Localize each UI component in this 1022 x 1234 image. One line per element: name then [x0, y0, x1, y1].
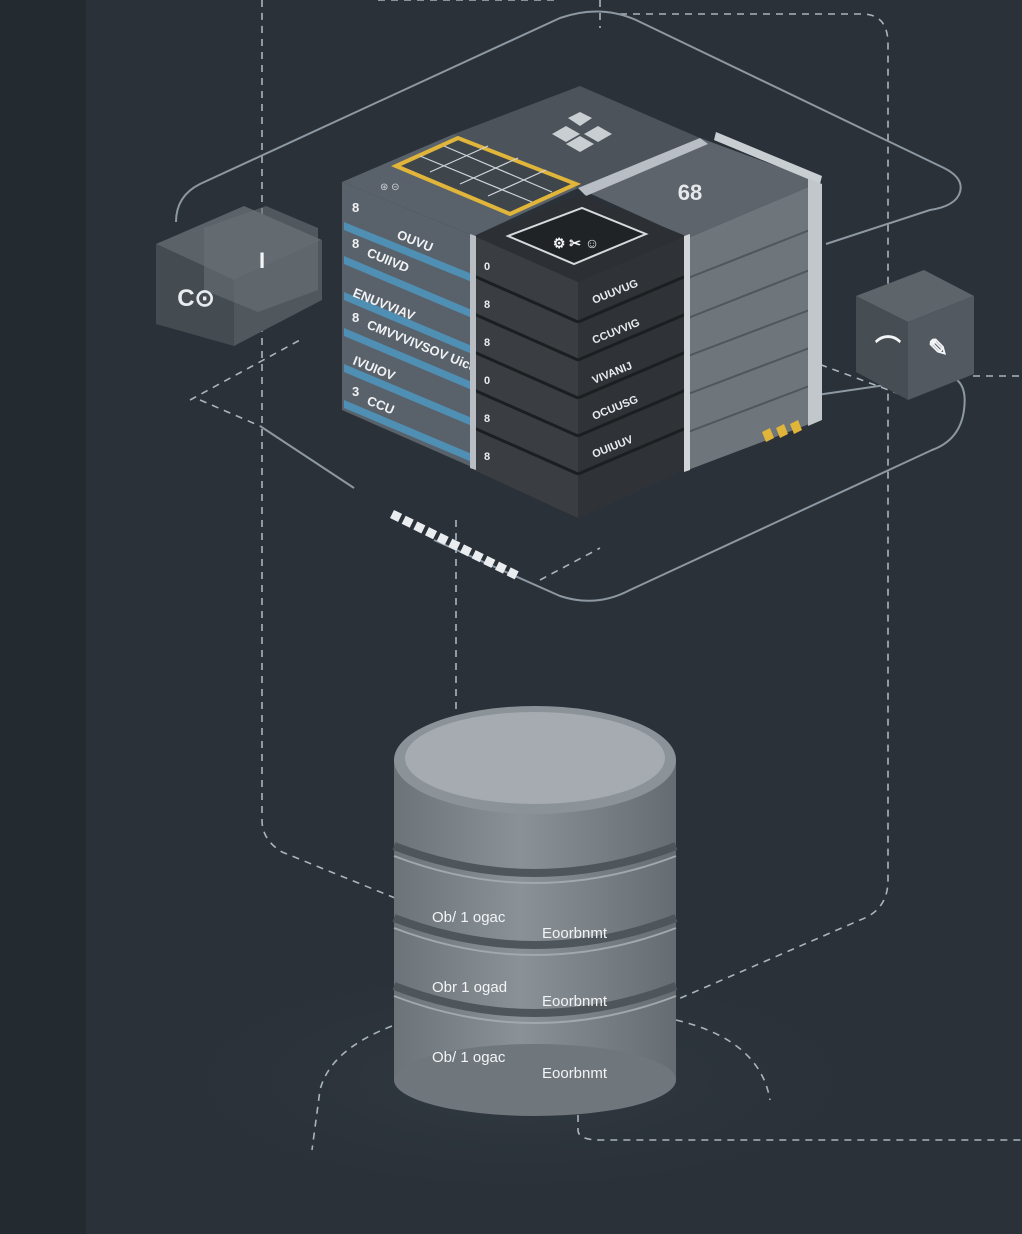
left-band: [0, 0, 86, 1234]
connector-db-bottom: [577, 1115, 1022, 1141]
left-row-num: 8: [352, 200, 359, 215]
mid-tower-front: [474, 236, 578, 518]
connector-right-cube: [807, 359, 911, 399]
mid-row-num: 8: [484, 337, 490, 349]
connector-left-vertical: [261, 0, 401, 901]
top-deck-logo: [552, 112, 612, 152]
platform-outline: [175, 10, 966, 602]
mid-tower-edge: [684, 234, 690, 472]
mid-row-num: 8: [484, 413, 490, 425]
top-deck-back: [454, 86, 700, 188]
db-row-right: Eoorbnmt: [542, 925, 608, 942]
platform-bottom-edge: [433, 374, 966, 602]
side-cube-right-icon-b: ✎: [928, 335, 948, 362]
dashed-connectors: [189, 0, 1022, 1151]
mid-tower-screen-icons: ⚙ ✂ ☺: [553, 235, 599, 251]
connector-right-vertical: [620, 13, 889, 1001]
right-tower-side: [688, 182, 820, 470]
cylinder-bottom: [394, 1044, 676, 1116]
right-tower-text: 68: [678, 180, 702, 205]
mid-tower-left-edge: [470, 234, 476, 470]
left-tower-rows: [344, 222, 472, 462]
cylinder-bands: [392, 842, 678, 1017]
connector-left-cube: [189, 339, 301, 401]
top-screen-grid: [419, 145, 553, 203]
side-cube-right: ⌒ ✎: [808, 270, 974, 400]
side-cube-left-front: [156, 244, 234, 346]
side-cube-left-text: C⊙: [177, 285, 214, 312]
connector-db-left: [311, 1025, 393, 1151]
side-cube-left-glyph: I: [259, 248, 265, 273]
right-tower-stripes: [762, 420, 802, 442]
database-cylinder: Ob/ 1 ogac Eoorbnmt Obr 1 ogad Eoorbnmt …: [392, 706, 678, 1116]
mid-row-num: 8: [484, 299, 490, 311]
right-tower-edge: [808, 178, 822, 426]
side-cube-right-top: [856, 270, 974, 322]
platform-top-edge: [175, 10, 962, 245]
right-tower-top: [578, 138, 820, 238]
side-cube-right-front: [856, 296, 908, 400]
mid-row-num: 0: [484, 261, 490, 273]
connector-left-low: [199, 399, 261, 427]
server-block: 68 ⊛ ⊝: [342, 86, 822, 518]
left-row-num: 3: [352, 384, 359, 399]
db-row-left: Ob/ 1 ogac: [432, 909, 506, 926]
mid-tower-side: [578, 236, 686, 518]
right-tower-rows: [687, 225, 821, 433]
mid-tower-screen: [505, 206, 649, 266]
side-cube-right-side: [908, 296, 974, 400]
cylinder-top: [405, 712, 665, 804]
left-row-num: 8: [352, 236, 359, 251]
connector-db-right: [675, 1019, 771, 1101]
right-tower-rim: [714, 132, 822, 184]
connector-mid-low: [539, 547, 601, 581]
db-row-right: Eoorbnmt: [542, 1065, 608, 1082]
marker-strip: [390, 509, 520, 581]
mid-tower-rows: [473, 274, 687, 476]
top-screen: [390, 135, 582, 217]
db-row-left: Obr 1 ogad: [432, 979, 507, 996]
platform-left-edge: [259, 425, 355, 489]
cylinder-band-highlights: [393, 855, 677, 1024]
top-deck-rim: [578, 138, 708, 196]
mid-row-num: 8: [484, 451, 490, 463]
side-cube-left-inner: [204, 206, 318, 312]
db-row-right: Eoorbnmt: [542, 993, 608, 1010]
db-row-left: Ob/ 1 ogac: [432, 1049, 506, 1066]
database-labels: Ob/ 1 ogac Eoorbnmt Obr 1 ogad Eoorbnmt …: [432, 909, 608, 1082]
left-row-num: 8: [352, 310, 359, 325]
side-cube-right-icon-a: ⌒: [875, 334, 901, 364]
top-deck-mark: ⊛ ⊝: [380, 182, 400, 193]
side-cube-left: I C⊙: [156, 206, 322, 346]
mid-row-num: 0: [484, 375, 490, 387]
